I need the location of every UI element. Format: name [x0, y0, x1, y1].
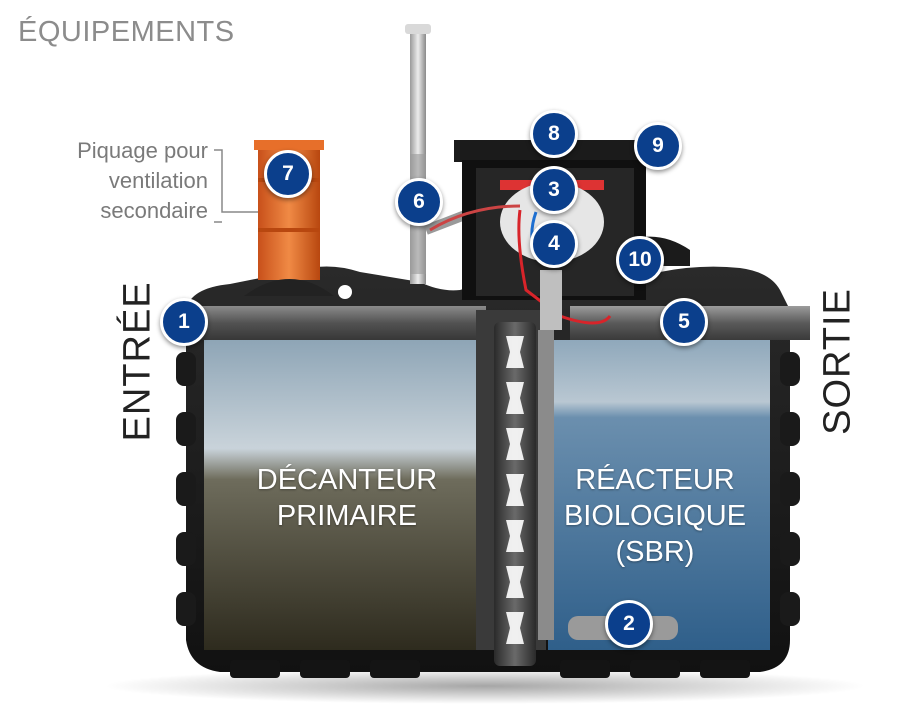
badge-4[interactable]: 4 [530, 220, 578, 268]
primary-settler-liquid [204, 340, 476, 650]
inlet-pipe [186, 306, 486, 340]
page-title: ÉQUIPEMENTS [18, 16, 235, 48]
outlet-label: SORTIE [816, 288, 859, 435]
secondary-ventilation-annotation: Piquage pour ventilation secondaire [8, 136, 208, 226]
bioreactor-label: RÉACTEUR BIOLOGIQUE (SBR) [555, 462, 755, 570]
badge-9[interactable]: 9 [634, 122, 682, 170]
chamber-label-line: (SBR) [615, 536, 695, 568]
badge-2[interactable]: 2 [605, 600, 653, 648]
badge-5[interactable]: 5 [660, 298, 708, 346]
badge-7[interactable]: 7 [264, 150, 312, 198]
chamber-label-line: PRIMAIRE [276, 500, 418, 532]
annotation-line: secondaire [100, 198, 208, 223]
chamber-label-line: BIOLOGIQUE [563, 500, 747, 532]
annotation-line: Piquage pour [77, 138, 208, 163]
badge-1[interactable]: 1 [160, 298, 208, 346]
ground-shadow [105, 668, 865, 704]
badge-8[interactable]: 8 [530, 110, 578, 158]
inlet-label: ENTRÉE [116, 281, 159, 442]
annotation-line: ventilation [108, 168, 208, 193]
chamber-label-line: DÉCANTEUR [256, 464, 438, 496]
annotation-leader [214, 149, 258, 223]
primary-settler-label: DÉCANTEUR PRIMAIRE [232, 462, 462, 534]
badge-6[interactable]: 6 [395, 178, 443, 226]
chamber-label-line: RÉACTEUR [575, 464, 735, 496]
badge-10[interactable]: 10 [616, 236, 664, 284]
bioreactor-liquid [548, 340, 770, 650]
badge-3[interactable]: 3 [530, 166, 578, 214]
transfer-column [476, 310, 554, 666]
